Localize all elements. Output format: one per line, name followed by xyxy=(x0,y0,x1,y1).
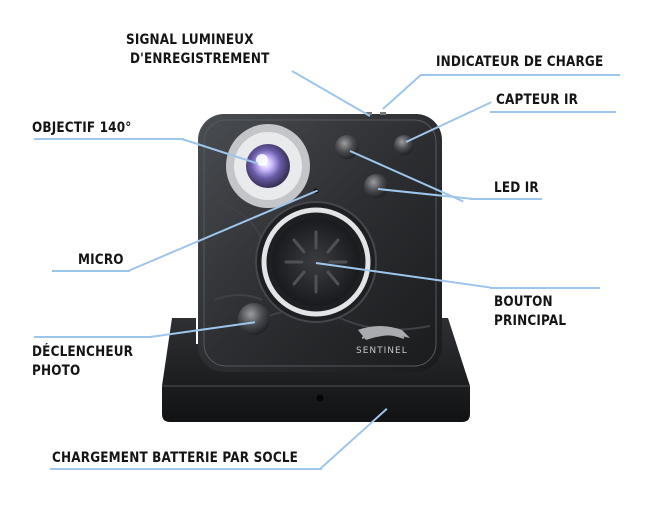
leader-line-capteur-h xyxy=(490,111,616,113)
sentinel-logo xyxy=(358,326,410,340)
label-chargement: CHARGEMENT BATTERIE PAR SOCLE xyxy=(52,450,299,466)
ir-led-top xyxy=(335,135,359,159)
ir-led-bottom xyxy=(364,174,388,198)
leader-line-micro-h xyxy=(52,270,130,272)
label-bouton-line1: BOUTON xyxy=(494,294,553,310)
leader-line-objectif-h xyxy=(34,138,184,140)
main-button-ridges-icon xyxy=(284,230,348,294)
leader-line-led-h xyxy=(470,198,542,200)
label-led: LED IR xyxy=(494,180,539,196)
label-declencheur-line1: DÉCLENCHEUR xyxy=(32,344,134,360)
dock-hole xyxy=(316,394,324,402)
main-button-ring xyxy=(261,207,371,317)
brand-text: SENTINEL xyxy=(356,346,408,356)
camera-body xyxy=(198,112,442,372)
leader-line-bouton-h xyxy=(490,287,600,289)
label-declencheur-line2: PHOTO xyxy=(32,363,81,379)
label-signal-line2: D'ENREGISTREMENT xyxy=(130,51,270,67)
leader-line-chargement-h xyxy=(50,468,322,470)
label-bouton-line2: PRINCIPAL xyxy=(494,313,567,329)
label-micro: MICRO xyxy=(78,252,124,268)
photo-trigger-button xyxy=(238,303,270,335)
label-signal-line1: SIGNAL LUMINEUX xyxy=(126,32,254,48)
label-objectif: OBJECTIF 140° xyxy=(32,120,132,136)
lens-icon xyxy=(246,144,290,188)
leader-line-declencheur-h xyxy=(34,336,152,338)
charge-indicator-light xyxy=(380,112,386,115)
leader-line-charge-h xyxy=(420,74,620,76)
label-charge: INDICATEUR DE CHARGE xyxy=(436,54,604,70)
label-capteur: CAPTEUR IR xyxy=(496,92,579,108)
